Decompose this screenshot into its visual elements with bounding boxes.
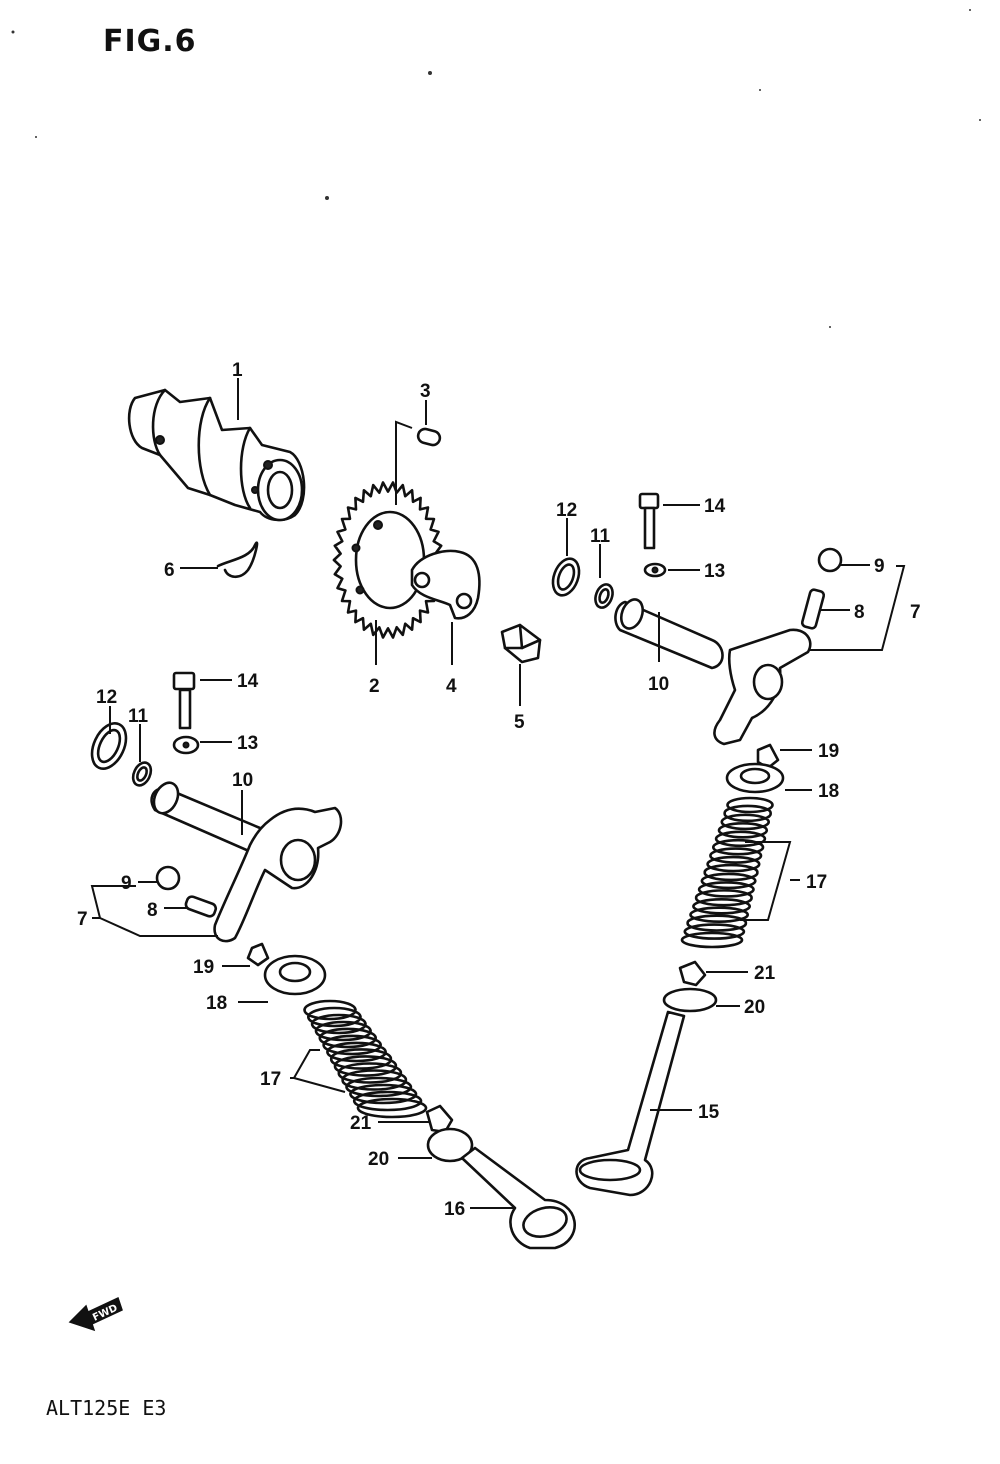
callout-8-left: 8 — [147, 900, 158, 921]
callout-11-right: 11 — [590, 526, 611, 547]
callout-19-right: 19 — [818, 741, 839, 762]
callout-10-right: 10 — [648, 674, 669, 695]
leader-lines — [90, 378, 906, 1209]
callout-12-left: 12 — [96, 687, 117, 708]
callout-3: 3 — [420, 381, 431, 402]
callout-8-right: 8 — [854, 602, 865, 623]
callout-21-left: 21 — [350, 1113, 372, 1134]
callout-7-left: 7 — [77, 909, 88, 930]
callout-9-right: 9 — [874, 556, 885, 577]
callout-2: 2 — [369, 676, 380, 697]
callout-17-right: 17 — [806, 872, 827, 893]
valve-train-left — [246, 942, 576, 1250]
callout-7-right: 7 — [910, 602, 921, 623]
part-bolt-5 — [500, 623, 542, 664]
callout-20-left: 20 — [368, 1149, 389, 1170]
callout-1: 1 — [232, 360, 243, 381]
callout-20-right: 20 — [744, 997, 765, 1018]
part-clip — [216, 541, 259, 579]
rocker-group-left — [90, 671, 343, 943]
callout-12-right: 12 — [556, 500, 577, 521]
fwd-arrow: FWD — [68, 1296, 123, 1332]
callout-10-left: 10 — [232, 770, 253, 791]
callout-21-right: 21 — [754, 963, 776, 984]
part-sprocket — [332, 481, 444, 639]
callout-15: 15 — [698, 1102, 720, 1123]
model-code: ALT125E E3 — [46, 1396, 167, 1420]
callout-16: 16 — [444, 1199, 465, 1220]
part-lock-plate — [410, 549, 481, 620]
callout-17-left: 17 — [260, 1069, 281, 1090]
callout-9-left: 9 — [121, 873, 132, 894]
callout-14-left: 14 — [237, 671, 259, 692]
rocker-group-right — [551, 492, 843, 746]
callout-19-left: 19 — [193, 957, 214, 978]
callout-13-left: 13 — [237, 733, 258, 754]
valve-train-right — [575, 743, 785, 1197]
callout-13-right: 13 — [704, 561, 725, 582]
part-pin — [416, 427, 442, 447]
callout-5: 5 — [514, 712, 525, 733]
figure-title: FIG.6 — [103, 24, 197, 59]
callout-4: 4 — [446, 676, 457, 697]
callout-14-right: 14 — [704, 496, 726, 517]
callout-11-left: 11 — [128, 706, 149, 727]
callout-18-left: 18 — [206, 993, 227, 1014]
part-camshaft — [127, 388, 306, 522]
callout-labels: 1 2 3 4 5 6 7 8 9 10 11 12 13 14 12 11 1… — [77, 360, 921, 1220]
callout-18-right: 18 — [818, 781, 839, 802]
callout-6: 6 — [164, 560, 175, 581]
scan-specks — [11, 9, 981, 328]
